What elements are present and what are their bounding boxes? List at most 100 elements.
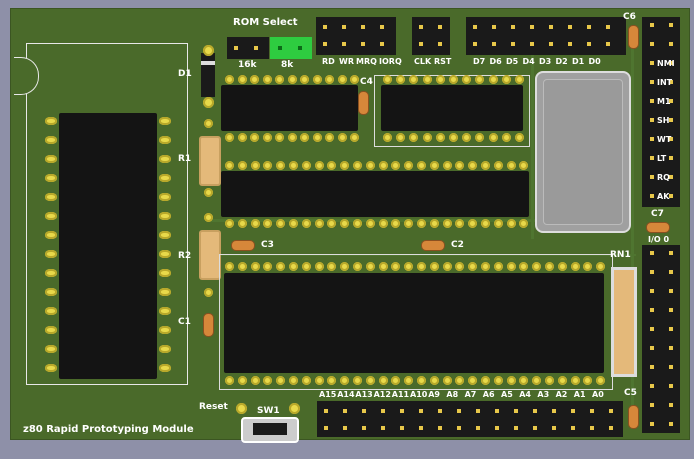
ic-pin: [435, 75, 445, 84]
diode-pad: [203, 97, 214, 108]
ic-pin: [276, 219, 286, 228]
sw1-label: SW1: [257, 406, 280, 416]
ic-pin: [365, 262, 375, 271]
pin-label: D1: [572, 57, 585, 66]
ic-pin: [493, 161, 503, 170]
pin-label: NMI: [657, 59, 675, 68]
ic-pin: [276, 161, 286, 170]
ic-pin: [596, 262, 606, 271]
ic-pin: [250, 219, 260, 228]
pin-label: WT: [657, 135, 672, 144]
diode-pad: [203, 45, 214, 56]
header-pin: [669, 251, 673, 255]
ic-pin: [404, 219, 414, 228]
c6-label: C6: [623, 12, 636, 22]
pin-label: A10: [410, 390, 428, 399]
board-title: z80 Rapid Prototyping Module: [23, 424, 194, 435]
ic-pin: [409, 75, 419, 84]
header-pin: [571, 426, 575, 430]
rom-jumper-8k[interactable]: [270, 37, 312, 59]
c2-label: C2: [451, 240, 464, 250]
ic-pin: [519, 262, 529, 271]
rom-pin: [45, 345, 57, 353]
pin-label: D6: [489, 57, 502, 66]
ic-middle: [221, 171, 529, 217]
ic-pin: [237, 219, 247, 228]
data-bus-header[interactable]: [466, 17, 626, 55]
ic-pin: [289, 219, 298, 228]
rom-pin: [45, 155, 57, 163]
reset-button[interactable]: [241, 417, 299, 443]
rom-8k-label: 8k: [281, 60, 294, 70]
header-pin: [511, 42, 515, 46]
ic-pin: [493, 219, 503, 228]
ic-pin: [396, 75, 406, 84]
ic-pin: [468, 376, 478, 385]
clk-rst-header[interactable]: [412, 17, 450, 55]
header-pin: [568, 25, 572, 29]
ic-pin: [596, 376, 606, 385]
ic-pin: [225, 161, 234, 170]
pin-label: A6: [482, 390, 495, 399]
ic-pin: [481, 161, 490, 170]
header-pin: [457, 426, 461, 430]
rom-pin: [159, 288, 171, 296]
jumper-pin: [298, 46, 302, 50]
side-header[interactable]: [642, 17, 680, 207]
rom-pin: [159, 364, 171, 372]
c5-label: C5: [624, 388, 637, 398]
oscillator-inner: [543, 79, 623, 225]
header-pin: [419, 426, 423, 430]
rom-pin: [45, 250, 57, 258]
ic-pin: [225, 376, 234, 385]
ic-pin: [532, 376, 542, 385]
header-pin: [419, 409, 423, 413]
header-pin: [609, 409, 613, 413]
ic-pin: [337, 133, 347, 142]
ic-pin: [570, 376, 580, 385]
ic-pin: [468, 262, 478, 271]
pin-label: CLK: [414, 57, 432, 66]
header-pin: [650, 156, 654, 160]
reset-button-cap: [253, 423, 287, 435]
header-pin: [533, 426, 537, 430]
rom-socket-outline: [26, 43, 188, 385]
ic-pin: [417, 219, 426, 228]
ic-pin: [506, 376, 516, 385]
header-pin: [552, 409, 556, 413]
header-pin: [650, 61, 654, 65]
header-pin: [669, 289, 673, 293]
ic-pin: [250, 133, 259, 142]
header-pin: [533, 409, 537, 413]
rom-pin: [45, 269, 57, 277]
header-pin: [606, 25, 610, 29]
header-pin: [669, 384, 673, 388]
rom-jumper-16k[interactable]: [227, 37, 269, 59]
header-pin: [650, 270, 654, 274]
ic-pin: [391, 161, 401, 170]
ic-pin: [225, 133, 234, 142]
header-pin: [650, 194, 654, 198]
pin-label: D4: [522, 57, 535, 66]
pin-label: LT: [657, 154, 667, 163]
ic-pin: [237, 376, 247, 385]
rom-pin: [159, 174, 171, 182]
rom-pin: [45, 193, 57, 201]
control-header[interactable]: [316, 17, 396, 55]
ic-pin: [250, 262, 260, 271]
diode-d1: [201, 53, 215, 97]
ic-pin: [519, 376, 529, 385]
ic-pin: [262, 75, 272, 84]
header-pin: [324, 409, 328, 413]
c3-label: C3: [261, 240, 274, 250]
ic-pin: [481, 376, 490, 385]
ic-pin: [545, 262, 554, 271]
io-header[interactable]: [642, 245, 680, 433]
header-pin: [457, 409, 461, 413]
address-bus-header[interactable]: [317, 401, 623, 437]
ic-pin: [314, 161, 324, 170]
pin-label: A15: [319, 390, 337, 399]
rom-pin: [45, 117, 57, 125]
ic-pin: [337, 75, 347, 84]
header-pin: [590, 409, 594, 413]
